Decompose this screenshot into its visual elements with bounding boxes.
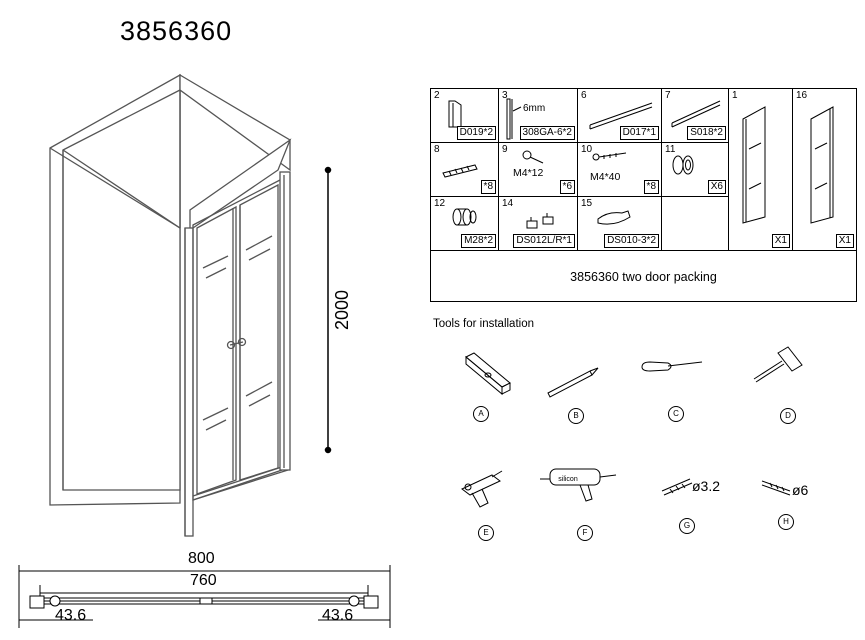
bracket-icon xyxy=(526,213,554,229)
tool-letter: C xyxy=(668,406,684,422)
part-number: 2 xyxy=(434,90,440,101)
door-panel-icon xyxy=(810,106,834,224)
part-label: DS010-3*2 xyxy=(604,234,659,248)
silicone-label: silicon xyxy=(558,476,578,483)
ring-icon xyxy=(672,155,694,175)
screw-icon xyxy=(592,152,627,161)
packing-caption: 3856360 two door packing xyxy=(570,270,717,284)
part-cell: 2 D019*2 xyxy=(431,89,499,143)
drill-bit-size: ø3.2 xyxy=(692,478,720,494)
part-label: X1 xyxy=(771,234,790,248)
part-number: 3 xyxy=(502,90,508,101)
parts-table: 2 D019*2 3 6mm 308GA-6*2 6 D017*1 7 S018… xyxy=(430,88,857,302)
part-cell: 11 X6 xyxy=(662,143,729,197)
part-label: *8 xyxy=(480,180,496,194)
pencil-icon xyxy=(547,367,599,398)
part-number: 8 xyxy=(434,144,440,155)
part-label: M28*2 xyxy=(461,234,496,248)
part-number: 15 xyxy=(581,198,593,209)
drill-bit-size: ø6 xyxy=(792,482,809,498)
tool-letter: H xyxy=(778,514,794,530)
part-number: 1 xyxy=(732,90,738,101)
knob-icon xyxy=(452,208,477,226)
part-cell: 6 D017*1 xyxy=(578,89,662,143)
seal-strip-icon xyxy=(671,100,721,128)
part-note: M4*40 xyxy=(590,171,621,183)
part-number: 10 xyxy=(581,144,593,155)
inner-width-dimension: 760 xyxy=(190,572,217,589)
part-number: 14 xyxy=(502,198,514,209)
part-note: M4*12 xyxy=(513,167,544,179)
part-cell-door-panel: 1 X1 xyxy=(729,89,793,251)
part-note: 6mm xyxy=(523,103,546,114)
tool-letter: E xyxy=(478,525,494,541)
part-label: D017*1 xyxy=(619,126,659,140)
right-offset-dimension: 43.6 xyxy=(322,607,354,624)
part-cell: 10 M4*40 *8 xyxy=(578,143,662,197)
part-number: 7 xyxy=(665,90,671,101)
seal-strip-icon xyxy=(589,102,653,130)
screw-icon xyxy=(522,150,544,164)
shower-enclosure-drawing: 2000 xyxy=(18,73,391,628)
drill-bit-icon xyxy=(761,480,791,496)
part-number: 12 xyxy=(434,198,446,209)
part-cell: 12 M28*2 xyxy=(431,197,499,251)
part-label: DS012L/R*1 xyxy=(513,234,575,248)
part-label: X1 xyxy=(835,234,854,248)
part-cell: 9 M4*12 *6 xyxy=(499,143,578,197)
screwdriver-icon xyxy=(641,361,703,372)
tools-illustrations: silicon ø3.2 ø6 xyxy=(461,346,809,508)
part-label: S018*2 xyxy=(687,126,726,140)
left-offset-dimension: 43.6 xyxy=(55,607,87,624)
part-label: 308GA-6*2 xyxy=(519,126,575,140)
height-dimension: 2000 xyxy=(332,290,352,330)
drill-icon xyxy=(461,470,503,508)
gasket-strip-icon xyxy=(506,98,522,140)
silicone-gun-icon xyxy=(540,468,617,502)
tool-letter: A xyxy=(473,406,489,422)
tool-letter: D xyxy=(780,408,796,424)
total-width-dimension: 800 xyxy=(188,550,215,567)
part-label: *6 xyxy=(559,180,575,194)
tool-letter: F xyxy=(577,525,593,541)
tools-title: Tools for installation xyxy=(433,318,534,330)
part-cell: 8 *8 xyxy=(431,143,499,197)
part-cell: 3 6mm 308GA-6*2 xyxy=(499,89,578,143)
spirit-level-icon xyxy=(465,352,511,396)
part-cell: 15 DS010-3*2 xyxy=(578,197,662,251)
part-number: 11 xyxy=(665,144,676,155)
tool-letter: B xyxy=(568,408,584,424)
part-cell: 7 S018*2 xyxy=(662,89,729,143)
part-cell: 14 DS012L/R*1 xyxy=(499,197,578,251)
door-panel-icon xyxy=(742,106,766,224)
tool-letter: G xyxy=(679,518,695,534)
wall-plug-icon xyxy=(442,164,478,178)
part-cell-empty xyxy=(662,197,729,251)
part-cell-door-panel: 16 X1 xyxy=(793,89,856,251)
part-number: 6 xyxy=(581,90,587,101)
hammer-icon xyxy=(753,346,803,383)
part-label: *8 xyxy=(643,180,659,194)
part-label: X6 xyxy=(707,180,726,194)
part-number: 9 xyxy=(502,144,508,155)
part-number: 16 xyxy=(796,90,808,101)
profile-icon xyxy=(448,100,462,128)
drill-bit-icon xyxy=(661,478,693,496)
part-label: D019*2 xyxy=(456,126,496,140)
guide-icon xyxy=(597,210,631,225)
model-number: 3856360 xyxy=(120,16,233,46)
